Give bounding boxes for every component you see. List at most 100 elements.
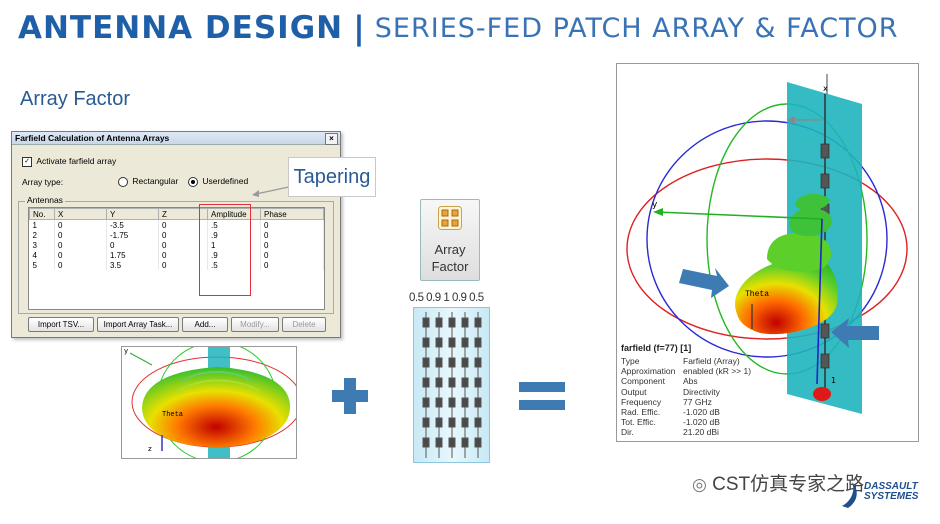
axis-y-label: y <box>652 200 658 210</box>
table-cell: 1 <box>207 240 261 250</box>
array-type-label: Array type: <box>22 177 64 187</box>
watermark-label: CST仿真专家之路 <box>712 474 865 495</box>
table-cell: 0 <box>54 250 107 260</box>
modify-button[interactable]: Modify... <box>231 317 279 332</box>
info-value: 77 GHz <box>683 396 712 407</box>
equals-operator-icon <box>519 382 565 410</box>
table-cell: 0 <box>106 240 159 250</box>
table-cell: 0 <box>158 250 208 260</box>
title-thin: SERIES-FED PATCH ARRAY & FACTOR <box>374 12 899 44</box>
small-axis-z-label: z <box>148 445 152 453</box>
table-cell: .5 <box>207 219 261 230</box>
axis-x-label: x <box>823 84 828 93</box>
info-row: Type Farfield (Array) <box>621 356 751 366</box>
column-header[interactable]: No. <box>29 208 55 220</box>
single-element-farfield-plot: Theta y z <box>121 346 297 459</box>
table-cell: 0 <box>54 219 107 230</box>
table-cell: 0 <box>260 230 324 240</box>
info-row: Rad. Effic.-1.020 dB <box>621 407 751 417</box>
watermark-text: ◎ CST仿真专家之路 <box>692 469 864 496</box>
info-row: Approximation enabled (kR >> 1) <box>621 366 751 376</box>
info-value: enabled (kR >> 1) <box>683 366 752 377</box>
table-cell: .9 <box>207 230 261 240</box>
table-cell: 0 <box>54 240 107 250</box>
add-button[interactable]: Add... <box>182 317 228 332</box>
table-cell: 0 <box>260 250 324 260</box>
info-row: Frequency 77 GHz <box>621 397 751 407</box>
info-row: Tot. Effic.-1.020 dB <box>621 417 751 427</box>
title-bold: ANTENNA DESIGN <box>18 10 344 46</box>
table-cell: 0 <box>260 260 324 270</box>
section-subtitle: Array Factor <box>20 88 131 110</box>
info-key: Frequency <box>621 396 662 407</box>
patch-array-panel <box>413 307 490 463</box>
theta-label: Theta <box>745 290 770 299</box>
amplitude-values-label: 0.5 0.9 1 0.9 0.5 <box>409 292 484 304</box>
table-cell: 5 <box>29 260 55 270</box>
logo-line1: DASSAULT <box>864 481 918 492</box>
info-value: Farfield (Array) <box>683 356 740 366</box>
table-cell: 0 <box>260 219 324 230</box>
checkbox-check-icon: ✓ <box>22 156 32 167</box>
port-label: 1 <box>831 376 837 385</box>
antennas-group <box>18 201 334 314</box>
info-value: Directivity <box>683 386 720 397</box>
table-cell: .5 <box>207 260 261 270</box>
column-header[interactable]: Z <box>158 208 208 220</box>
activate-farfield-checkbox[interactable]: ✓ Activate farfield array <box>22 156 116 167</box>
table-header-row: No. X Y Z Amplitude Phase <box>29 208 324 220</box>
table-cell: 3 <box>29 240 55 250</box>
radio-rectangular-label: Rectangular <box>132 176 179 186</box>
info-key: Type <box>621 356 640 366</box>
activate-label: Activate farfield array <box>36 156 117 166</box>
table-cell: 0 <box>158 230 208 240</box>
radio-userdefined[interactable]: Userdefined <box>188 176 248 187</box>
import-array-task-button[interactable]: Import Array Task... <box>97 317 179 332</box>
table-cell: 3.5 <box>106 260 159 270</box>
dialog-titlebar: Farfield Calculation of Antenna Arrays × <box>12 132 340 145</box>
table-row[interactable]: 5 0 3.5 0 .5 0 <box>29 260 324 270</box>
amplitude-highlight-box <box>199 204 251 296</box>
series-fed-patch-array-graphic <box>422 312 482 458</box>
info-key: Rad. Effic. <box>621 407 661 418</box>
table-cell: 2 <box>29 230 55 240</box>
logo-line2: SYSTEMES <box>864 491 919 502</box>
column-header[interactable]: Phase <box>260 208 324 220</box>
table-cell: 0 <box>54 230 107 240</box>
plus-operator-icon <box>332 378 368 414</box>
info-row: Dir.21.20 dBi <box>621 427 751 437</box>
array-factor-button[interactable]: Array Factor <box>420 199 480 281</box>
delete-button[interactable]: Delete <box>282 317 326 332</box>
import-tsv-button[interactable]: Import TSV... <box>28 317 94 332</box>
table-row[interactable]: 1 0 -3.5 0 .5 0 <box>29 219 324 230</box>
tapering-callout: Tapering <box>288 157 376 197</box>
column-header[interactable]: X <box>54 208 107 220</box>
info-value: Abs <box>683 376 698 387</box>
table-cell: 0 <box>158 240 208 250</box>
small-pattern-graphic <box>129 347 296 458</box>
info-key: Dir. <box>621 427 634 438</box>
table-row[interactable]: 2 0 -1.75 0 .9 0 <box>29 230 324 240</box>
radio-userdefined-label: Userdefined <box>202 176 249 186</box>
column-header[interactable]: Y <box>106 208 159 220</box>
antennas-group-label: Antennas <box>25 195 65 205</box>
farfield-array-dialog: Farfield Calculation of Antenna Arrays ×… <box>11 131 341 338</box>
info-key: Approximation <box>621 366 676 377</box>
small-axis-y-label: y <box>124 347 129 355</box>
array-pattern-graphic <box>626 74 908 414</box>
table-cell: 4 <box>29 250 55 260</box>
table-row[interactable]: 3 0 0 0 1 0 <box>29 240 324 250</box>
table-cell: 0 <box>54 260 107 270</box>
table-cell: .9 <box>207 250 261 260</box>
farfield-info-list: Type Farfield (Array) Approximation enable… <box>621 356 751 438</box>
antennas-table[interactable]: No. X Y Z Amplitude Phase 1 0 -3.5 0 .5 … <box>28 207 325 310</box>
table-row[interactable]: 4 0 1.75 0 .9 0 <box>29 250 324 260</box>
table-cell: 1 <box>29 219 55 230</box>
table-cell: 0 <box>260 240 324 250</box>
table-cell: 1.75 <box>106 250 159 260</box>
close-button[interactable]: × <box>325 133 338 145</box>
array-grid-icon <box>438 206 462 230</box>
radio-selected-icon <box>188 176 198 187</box>
radio-rectangular[interactable]: Rectangular <box>118 176 178 187</box>
